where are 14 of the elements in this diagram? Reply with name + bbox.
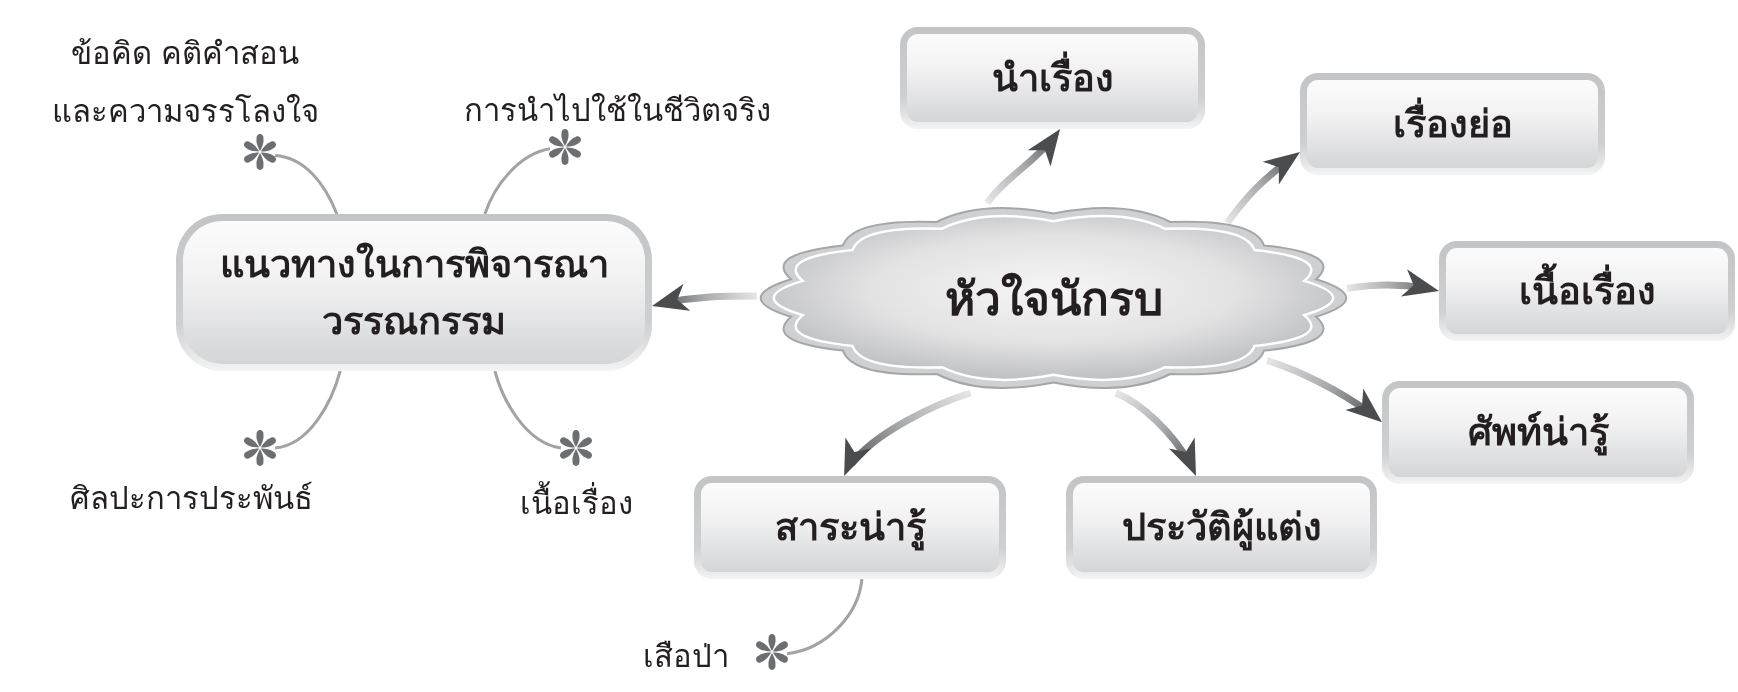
topic-text: เสือป่า [642, 637, 730, 676]
topic-text: ศิลปะการประพันธ์ [68, 479, 314, 518]
connector-line [786, 578, 864, 656]
connector-line [274, 154, 339, 215]
curved-arrow [841, 389, 972, 478]
connector-line [483, 147, 551, 215]
curved-arrow [651, 284, 757, 312]
curved-arrow [1346, 269, 1440, 298]
connector-line [274, 370, 342, 450]
topic-text: เนื้อเรื่อง [510, 479, 642, 527]
connector-line [493, 370, 562, 450]
topic-text: ข้อคิด คติคำสอน และความจรรโลงใจ [50, 34, 320, 131]
curved-arrow [984, 126, 1063, 206]
topic-text: การนำไปใช้ในชีวิตจริง [462, 91, 772, 130]
